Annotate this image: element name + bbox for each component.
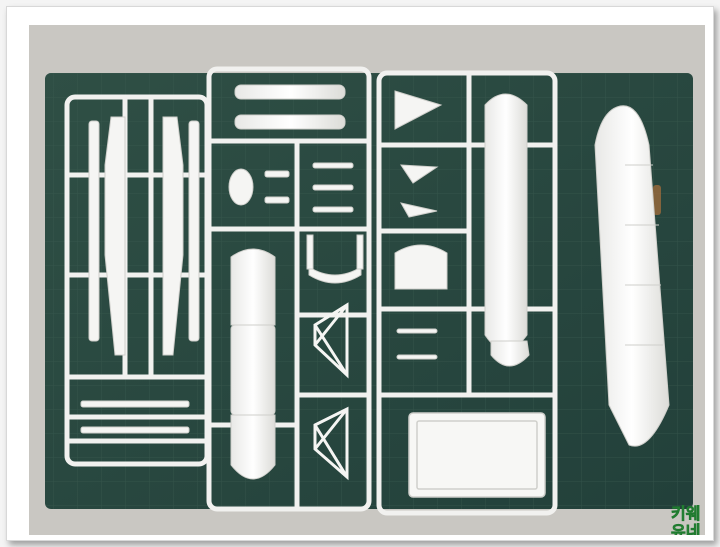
airship-hull-part: [594, 105, 670, 447]
photo-frame: 키웨 유네: [6, 6, 714, 541]
svg-text:유네: 유네: [671, 522, 700, 535]
svg-text:키웨: 키웨: [671, 504, 700, 523]
side-frame-parts: [80, 116, 200, 434]
truss-parts: [313, 302, 349, 481]
base-plate-part: [408, 412, 546, 498]
sprue-photo-svg: [45, 66, 693, 516]
small-parts-b: [228, 162, 364, 284]
hull-half-part: [484, 93, 530, 367]
cylinder-parts: [234, 84, 346, 130]
gondola-part: [230, 248, 276, 480]
photo: 키웨 유네: [29, 25, 705, 535]
sprue-frame-c: [376, 70, 558, 516]
fin-parts: [394, 90, 448, 360]
sprue-frame-b: [206, 66, 372, 512]
watermark-logo: 키웨 유네: [671, 504, 701, 535]
